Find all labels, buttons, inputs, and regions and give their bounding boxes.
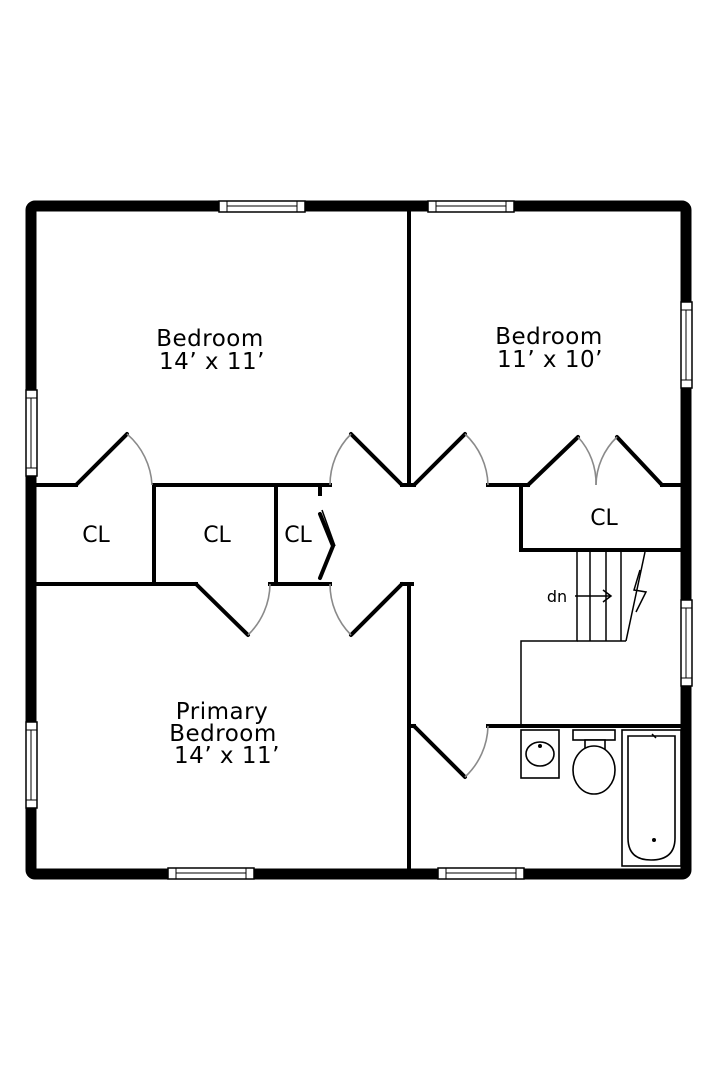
window-left-lower bbox=[25, 721, 38, 809]
room-label-primary-2: Bedroom bbox=[169, 721, 277, 747]
door-bathroom bbox=[412, 724, 489, 779]
window-bottom-right bbox=[437, 867, 525, 880]
door-primary-closet bbox=[194, 582, 271, 637]
door-bedroom2-hall bbox=[412, 432, 489, 487]
window-right-lower bbox=[680, 599, 693, 687]
window-bottom-left bbox=[167, 867, 255, 880]
room-label-bedroom-2: Bedroom bbox=[495, 324, 603, 350]
room-size-bedroom-2: 11’ x 10’ bbox=[497, 347, 603, 373]
window-right-upper bbox=[680, 301, 693, 389]
window-left-upper bbox=[25, 389, 38, 477]
bathroom-sink bbox=[520, 729, 560, 779]
door-linen-bifold bbox=[318, 509, 336, 580]
door-primary-hall bbox=[329, 582, 404, 637]
window-top-right bbox=[427, 200, 515, 213]
closet-label-1: CL bbox=[82, 523, 110, 548]
door-bedroom1-hall bbox=[329, 432, 404, 487]
closet-label-3: CL bbox=[284, 523, 312, 548]
room-size-primary: 14’ x 11’ bbox=[174, 743, 280, 769]
exterior-wall bbox=[25, 200, 692, 880]
door-bedroom2-closet-double bbox=[526, 435, 664, 487]
bathtub bbox=[621, 729, 682, 867]
interior-walls bbox=[35, 210, 683, 870]
staircase bbox=[520, 551, 648, 726]
room-label-bedroom-1: Bedroom bbox=[156, 326, 264, 352]
door-bedroom1-closet bbox=[74, 432, 153, 487]
stairs-down-label: dn bbox=[547, 587, 567, 606]
closet-label-4: CL bbox=[590, 506, 618, 531]
bathroom-toilet bbox=[572, 729, 616, 795]
window-top-left bbox=[218, 200, 306, 213]
room-label-primary-1: Primary bbox=[176, 699, 268, 725]
room-size-bedroom-1: 14’ x 11’ bbox=[159, 349, 265, 375]
closet-label-2: CL bbox=[203, 523, 231, 548]
